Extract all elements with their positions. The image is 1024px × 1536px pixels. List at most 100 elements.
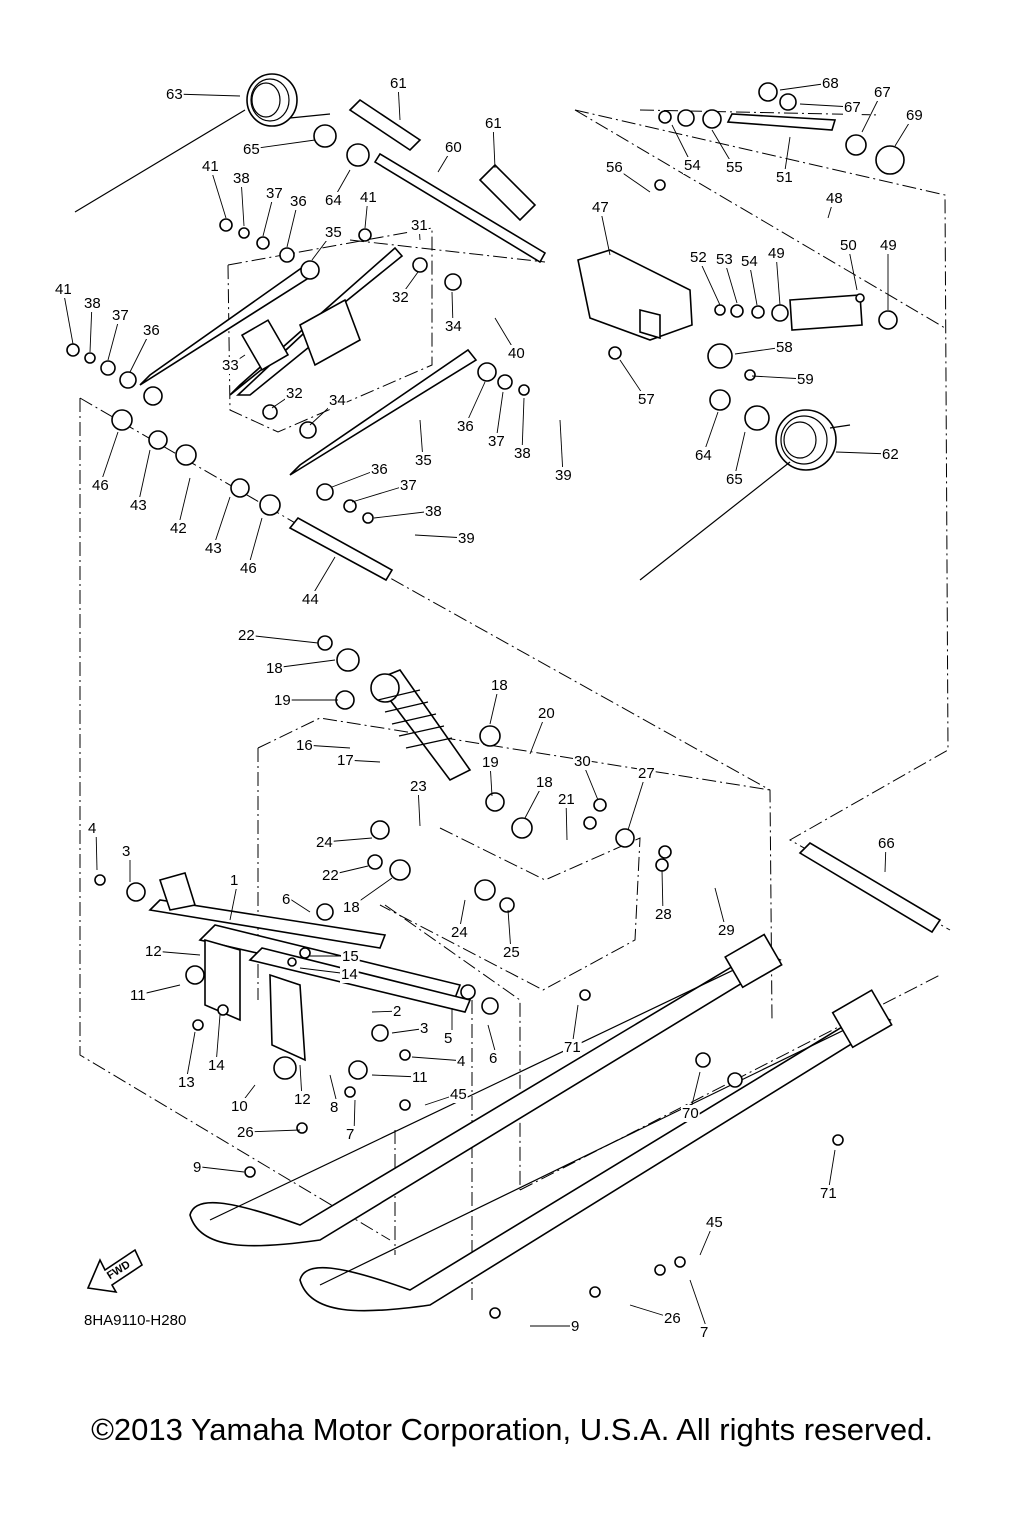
- callout-bg-42: [169, 520, 188, 537]
- leader-65: [250, 139, 316, 150]
- callout-bg-14: [340, 966, 359, 983]
- leader-9: [200, 1166, 245, 1173]
- callout-13: 13: [178, 1074, 195, 1091]
- callout-bg-34: [328, 392, 347, 409]
- parts-diagram: FWD 8HA9110-H280 63616160656441383736413…: [54, 73, 951, 1341]
- callout-27: 27: [638, 765, 655, 782]
- callout-19: 19: [482, 754, 499, 771]
- leader-37: [351, 484, 409, 503]
- callout-65: 65: [726, 471, 743, 488]
- callout-bg-62: [881, 446, 900, 463]
- callout-18: 18: [343, 899, 360, 916]
- callout-bg-24: [450, 924, 469, 941]
- callout-bg-71: [563, 1039, 582, 1056]
- callout-29: 29: [718, 922, 735, 939]
- callout-bg-43: [129, 497, 148, 514]
- callout-bg-3: [419, 1020, 430, 1037]
- leader-18: [273, 659, 336, 669]
- callout-bg-28: [654, 906, 673, 923]
- leader-39: [559, 419, 564, 476]
- leader-63: [173, 93, 241, 97]
- link-rods-35: [139, 246, 478, 476]
- leader-46: [99, 431, 119, 486]
- callout-63: 63: [166, 86, 183, 103]
- callout-bg-67: [873, 84, 892, 101]
- fwd-arrow: FWD: [86, 1248, 144, 1294]
- callout-41: 41: [55, 281, 72, 298]
- callout-bg-9: [570, 1318, 581, 1335]
- callout-38: 38: [233, 170, 250, 187]
- callout-50: 50: [840, 237, 857, 254]
- callout-25: 25: [503, 944, 520, 961]
- callout-23: 23: [410, 778, 427, 795]
- leader-41: [62, 288, 74, 345]
- callout-bg-11: [129, 987, 147, 1004]
- callout-bg-7: [345, 1126, 356, 1143]
- callout-31: 31: [411, 217, 428, 234]
- main-shock-16: [370, 669, 472, 782]
- leader-43: [137, 449, 151, 506]
- callout-bg-17: [336, 752, 355, 769]
- callout-bg-4: [456, 1053, 467, 1070]
- callout-bg-36: [142, 322, 161, 339]
- copyright-notice: ©2013 Yamaha Motor Corporation, U.S.A. A…: [91, 1412, 933, 1447]
- callout-bg-38: [83, 295, 102, 312]
- rear-arm-47: [577, 249, 693, 341]
- callout-3: 3: [122, 843, 130, 860]
- callout-bg-47: [591, 199, 610, 216]
- callout-1: 1: [230, 872, 238, 889]
- callout-bg-26: [663, 1310, 682, 1327]
- callout-bg-1: [229, 872, 240, 889]
- callout-bg-45: [449, 1086, 468, 1103]
- callout-bg-58: [775, 339, 794, 356]
- leader-42: [177, 477, 191, 529]
- callout-22: 22: [238, 627, 255, 644]
- callout-bg-18: [535, 774, 554, 791]
- callout-bg-64: [694, 447, 713, 464]
- callout-bg-37: [399, 477, 418, 494]
- callout-bg-57: [637, 391, 656, 408]
- slide-rail-left: [189, 933, 783, 1247]
- callout-bg-14: [207, 1057, 226, 1074]
- callout-71: 71: [564, 1039, 581, 1056]
- leader-22: [245, 634, 319, 644]
- callout-34: 34: [445, 318, 462, 335]
- callout-bg-2: [392, 1003, 403, 1020]
- front-arm-1: [148, 872, 472, 1013]
- bracket-12: [204, 938, 306, 1062]
- callout-bg-39: [554, 467, 573, 484]
- callout-52: 52: [690, 249, 707, 266]
- callout-38: 38: [514, 445, 531, 462]
- callout-bg-64: [324, 192, 343, 209]
- callout-17: 17: [337, 752, 354, 769]
- callout-28: 28: [655, 906, 672, 923]
- callout-54: 54: [741, 253, 758, 270]
- callout-bg-4: [87, 820, 98, 837]
- callout-bg-37: [265, 185, 284, 202]
- callout-bg-38: [424, 503, 443, 520]
- callout-bg-32: [391, 289, 410, 306]
- callout-35: 35: [415, 452, 432, 469]
- callout-37: 37: [400, 477, 417, 494]
- shaft-60: [348, 98, 547, 264]
- callout-15: 15: [342, 948, 359, 965]
- callout-2: 2: [393, 1003, 401, 1020]
- callout-bg-25: [502, 944, 521, 961]
- callout-6: 6: [489, 1050, 497, 1067]
- callout-9: 9: [193, 1159, 201, 1176]
- callout-bg-24: [315, 834, 334, 851]
- leader-38: [521, 397, 525, 454]
- callout-36: 36: [290, 193, 307, 210]
- callout-bg-35: [414, 452, 433, 469]
- callout-60: 60: [445, 139, 462, 156]
- callout-bg-49: [879, 237, 898, 254]
- leader-6: [289, 898, 311, 913]
- callout-bg-46: [239, 560, 258, 577]
- callout-bg-52: [689, 249, 708, 266]
- callout-bg-38: [513, 445, 532, 462]
- leader-7: [689, 1279, 709, 1333]
- callout-41: 41: [360, 189, 377, 206]
- callout-bg-69: [905, 107, 924, 124]
- callout-bg-41: [359, 189, 378, 206]
- callout-bg-26: [236, 1124, 255, 1141]
